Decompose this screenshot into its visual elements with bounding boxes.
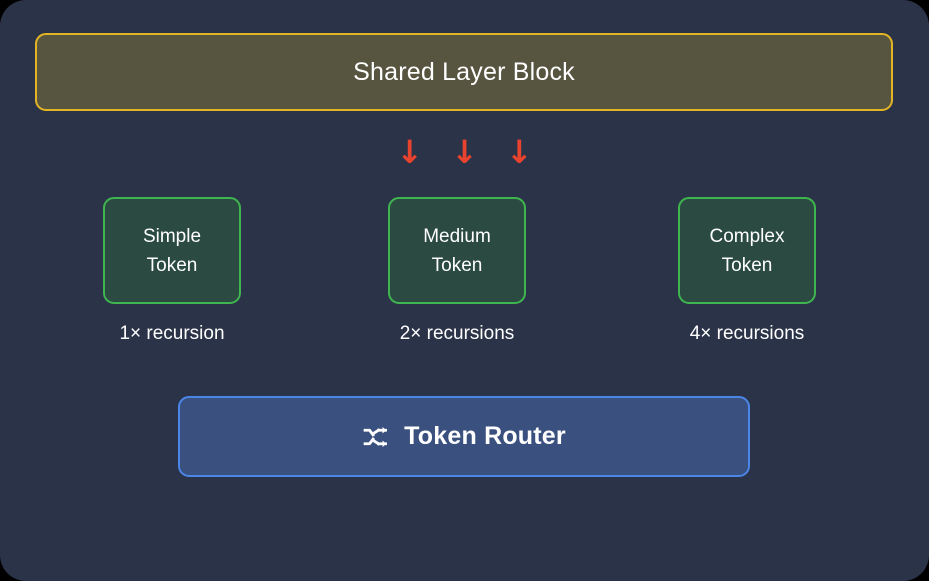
token-box-medium-line1: Medium	[423, 225, 491, 247]
shared-layer-block[interactable]: Shared Layer Block	[35, 33, 893, 111]
token-column-simple: Simple Token 1× recursion	[71, 197, 273, 343]
token-router-label: Token Router	[404, 422, 566, 450]
shuffle-icon	[362, 423, 390, 451]
token-column-complex: Complex Token 4× recursions	[646, 197, 848, 343]
token-router-button[interactable]: Token Router	[178, 396, 750, 477]
token-box-simple-line1: Simple	[142, 225, 202, 247]
token-box-complex[interactable]: Complex Token	[678, 197, 816, 304]
token-caption-medium: 2× recursions	[399, 323, 515, 344]
token-box-complex-line1: Complex	[709, 225, 785, 247]
shared-layer-block-label: Shared Layer Block	[353, 57, 575, 86]
arrow-row: ↓ ↓ ↓	[0, 131, 929, 173]
token-caption-simple: 1× recursion	[119, 323, 225, 344]
token-column-medium: Medium Token 2× recursions	[356, 197, 558, 343]
token-box-simple[interactable]: Simple Token	[103, 197, 241, 304]
token-row: Simple Token 1× recursion Medium Token 2…	[35, 197, 893, 352]
token-caption-complex: 4× recursions	[689, 323, 805, 344]
token-box-medium-line2: Token	[431, 254, 483, 276]
down-arrow-icon: ↓	[451, 133, 478, 171]
token-box-complex-line2: Token	[721, 254, 773, 276]
down-arrow-icon: ↓	[396, 133, 424, 171]
down-arrow-icon: ↓	[505, 133, 533, 171]
token-box-medium[interactable]: Medium Token	[388, 197, 526, 304]
token-box-simple-line2: Token	[146, 254, 198, 276]
